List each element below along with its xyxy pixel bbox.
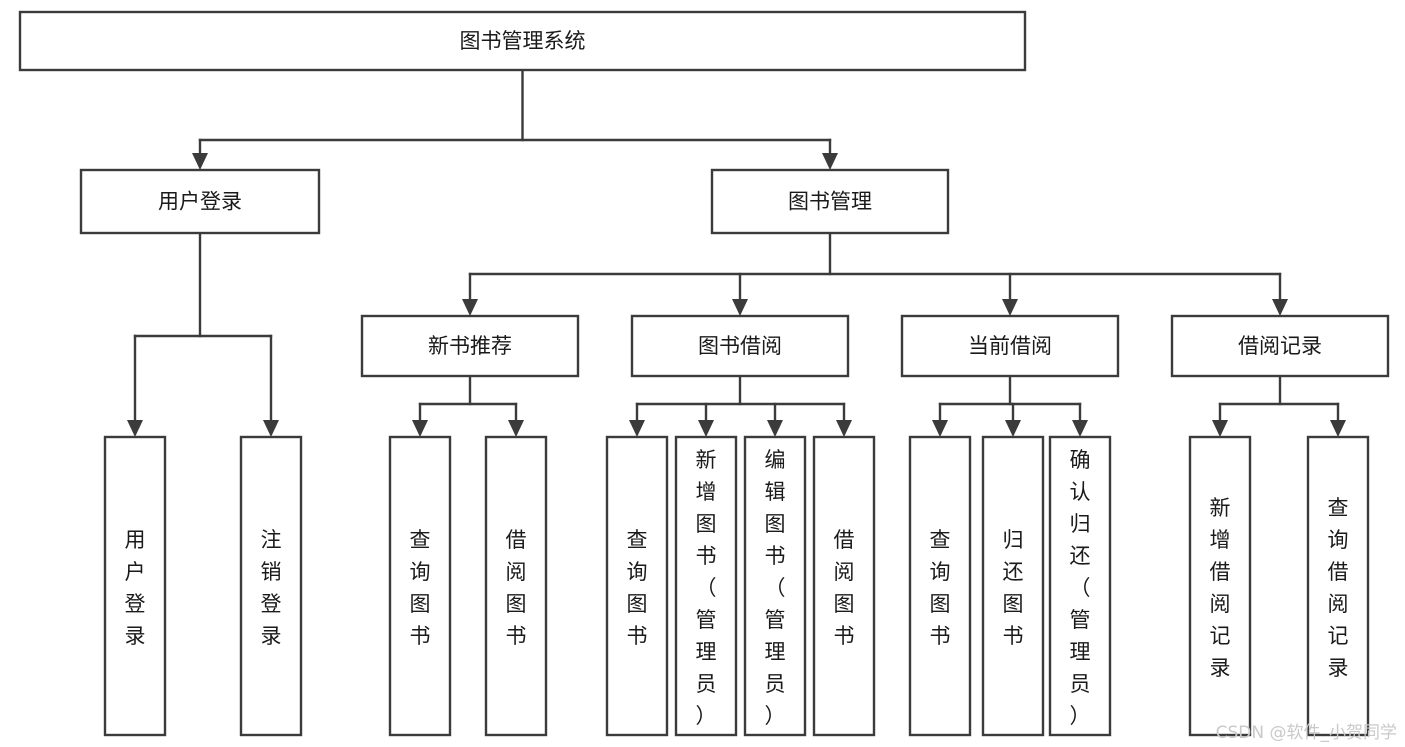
node-leaf-return-book-box xyxy=(981,435,1045,737)
node-book-borrow-box xyxy=(630,314,850,378)
node-leaf-borrow-book-2-box xyxy=(812,435,876,737)
node-leaf-return-book[interactable]: 归还图书 xyxy=(981,435,1045,737)
node-user-login[interactable]: 用户登录 xyxy=(79,168,321,235)
node-leaf-logout-label: 注销登录 xyxy=(261,528,282,648)
node-root-title[interactable]: 图书管理系统 xyxy=(18,10,1027,72)
node-leaf-borrow-book-1[interactable]: 借阅图书 xyxy=(484,435,548,737)
node-book-manage[interactable]: 图书管理 xyxy=(710,168,950,235)
node-root-title-label: 图书管理系统 xyxy=(460,29,586,53)
node-user-login-box xyxy=(79,168,321,235)
node-leaf-edit-book-label: 编辑图书（管理员） xyxy=(765,448,786,728)
node-leaf-query-record[interactable]: 查询借阅记录 xyxy=(1306,435,1370,737)
node-leaf-user-login-label: 用户登录 xyxy=(125,528,146,648)
node-leaf-query-record-box xyxy=(1306,435,1370,737)
nodes-layer: 图书管理系统用户登录图书管理新书推荐图书借阅当前借阅借阅记录用户登录注销登录查询… xyxy=(18,10,1390,737)
node-new-book-rec[interactable]: 新书推荐 xyxy=(360,314,580,378)
node-book-borrow[interactable]: 图书借阅 xyxy=(630,314,850,378)
node-new-book-rec-label: 新书推荐 xyxy=(428,334,512,358)
node-leaf-return-book-label: 归还图书 xyxy=(1003,528,1024,648)
node-book-borrow-label: 图书借阅 xyxy=(698,334,782,358)
node-leaf-add-book-label: 新增图书（管理员） xyxy=(696,448,717,728)
node-leaf-borrow-book-1-label: 借阅图书 xyxy=(506,528,527,648)
node-leaf-logout-box xyxy=(239,435,303,737)
node-leaf-query-book-1-box xyxy=(388,435,452,737)
node-new-book-rec-box xyxy=(360,314,580,378)
node-leaf-query-book-1-label: 查询图书 xyxy=(410,528,431,648)
edges-layer xyxy=(127,68,1346,437)
node-leaf-add-record-label: 新增借阅记录 xyxy=(1210,496,1231,680)
node-leaf-borrow-book-2[interactable]: 借阅图书 xyxy=(812,435,876,737)
node-borrow-record-label: 借阅记录 xyxy=(1238,334,1322,358)
node-leaf-borrow-book-2-label: 借阅图书 xyxy=(834,528,855,648)
node-leaf-query-book-3-label: 查询图书 xyxy=(930,528,951,648)
node-leaf-query-book-1[interactable]: 查询图书 xyxy=(388,435,452,737)
node-leaf-confirm-return-label: 确认归还（管理员） xyxy=(1070,448,1091,728)
node-current-borrow[interactable]: 当前借阅 xyxy=(900,314,1120,378)
node-leaf-confirm-return-box xyxy=(1048,435,1112,737)
node-leaf-edit-book-box xyxy=(743,435,807,737)
node-current-borrow-label: 当前借阅 xyxy=(968,334,1052,358)
node-leaf-add-record[interactable]: 新增借阅记录 xyxy=(1188,435,1252,737)
node-book-manage-label: 图书管理 xyxy=(788,190,872,214)
node-leaf-query-book-2-box xyxy=(605,435,669,737)
node-current-borrow-box xyxy=(900,314,1120,378)
node-leaf-query-book-3[interactable]: 查询图书 xyxy=(908,435,972,737)
node-leaf-edit-book[interactable]: 编辑图书（管理员） xyxy=(743,435,807,737)
node-borrow-record-box xyxy=(1170,314,1390,378)
node-leaf-borrow-book-1-box xyxy=(484,435,548,737)
node-leaf-confirm-return[interactable]: 确认归还（管理员） xyxy=(1048,435,1112,737)
node-leaf-query-book-2-label: 查询图书 xyxy=(627,528,648,648)
node-leaf-user-login-box xyxy=(103,435,167,737)
node-leaf-query-record-label: 查询借阅记录 xyxy=(1328,496,1349,680)
node-user-login-label: 用户登录 xyxy=(158,190,242,214)
node-leaf-add-record-box xyxy=(1188,435,1252,737)
node-root-title-box xyxy=(18,10,1027,72)
node-book-manage-box xyxy=(710,168,950,235)
node-leaf-add-book[interactable]: 新增图书（管理员） xyxy=(674,435,738,737)
node-leaf-query-book-2[interactable]: 查询图书 xyxy=(605,435,669,737)
node-leaf-add-book-box xyxy=(674,435,738,737)
node-borrow-record[interactable]: 借阅记录 xyxy=(1170,314,1390,378)
node-leaf-user-login[interactable]: 用户登录 xyxy=(103,435,167,737)
node-leaf-query-book-3-box xyxy=(908,435,972,737)
node-leaf-logout[interactable]: 注销登录 xyxy=(239,435,303,737)
